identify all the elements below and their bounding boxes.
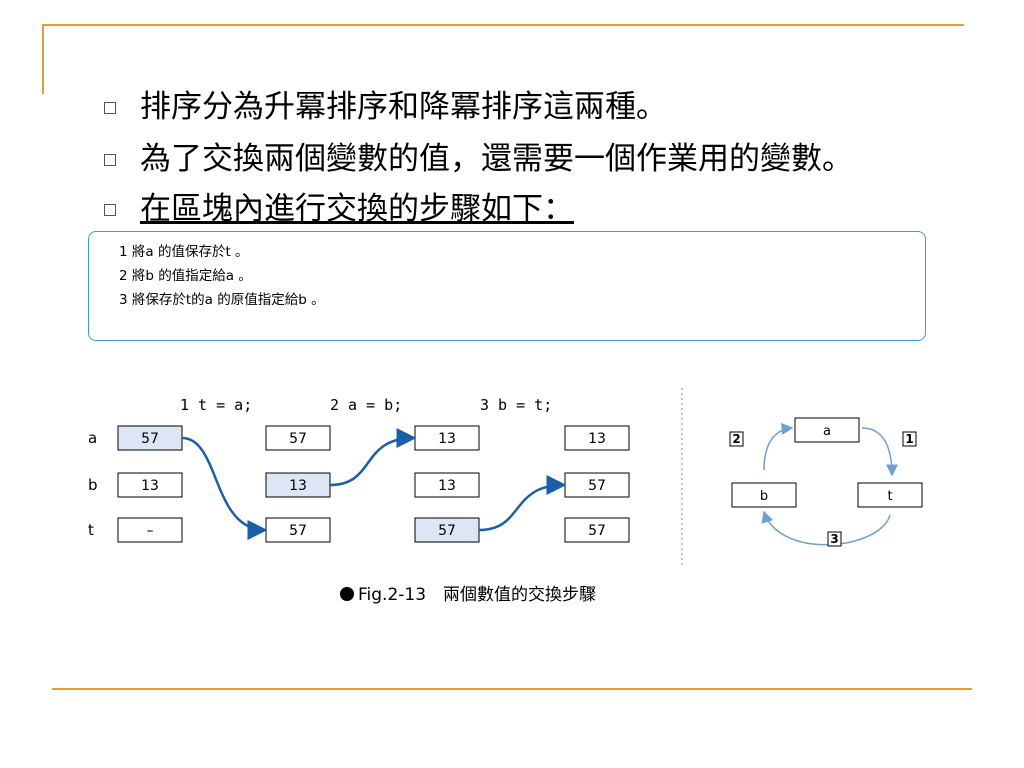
var-label-a: a	[88, 429, 97, 447]
figure-caption: Fig.2-13 兩個數值的交換步驟	[340, 580, 596, 605]
cycle-node-b-label: b	[760, 489, 768, 504]
top-rule	[42, 24, 964, 26]
square-bullet-icon	[104, 204, 116, 216]
value-box	[265, 425, 331, 451]
cycle-arrow-a-to-t	[861, 427, 898, 477]
bullet-item: 排序分為升冪排序和降冪排序這兩種。	[100, 86, 853, 140]
value-box	[265, 472, 331, 498]
value-box	[117, 472, 183, 498]
cycle-arrow-t-to-b	[761, 510, 891, 546]
cycle-node-t-label: t	[887, 489, 892, 504]
square-bullet-icon	[104, 154, 116, 166]
value-a-col2: 57	[289, 431, 307, 447]
arrow-a-to-t	[181, 436, 268, 540]
value-box	[414, 472, 480, 498]
value-box	[414, 517, 480, 543]
cycle-arrow-b-to-a	[763, 422, 794, 471]
cycle-step-label-1: 1	[905, 432, 913, 446]
header-step-1: 1 t = a;	[180, 396, 252, 414]
left-rule	[42, 24, 44, 94]
value-b-col4: 57	[588, 478, 606, 494]
value-t-col2: 57	[289, 523, 307, 539]
cycle-node-a	[794, 417, 860, 443]
bullet-item: 為了交換兩個變數的值，還需要一個作業用的變數。	[100, 138, 853, 192]
value-b-col1: 13	[141, 478, 159, 494]
value-a-col3: 13	[438, 431, 456, 447]
cycle-step-label-2: 2	[732, 432, 740, 446]
arrow-t-to-b	[478, 475, 567, 532]
step-1: 1 將a 的值保存於t 。	[119, 244, 249, 260]
header-step-2: 2 a = b;	[330, 396, 402, 414]
value-box	[265, 517, 331, 543]
square-bullet-icon	[104, 102, 116, 114]
value-box	[117, 517, 183, 543]
cycle-node-a-label: a	[823, 424, 831, 439]
cycle-node-t	[857, 482, 923, 508]
step-badge	[902, 431, 917, 447]
swap-diagram: 1 t = a; 2 a = b; 3 b = t; a b t 57 13 –…	[88, 388, 923, 568]
step-3: 3 將保存於t的a 的原值指定給b 。	[119, 292, 325, 308]
value-a-col1: 57	[141, 431, 159, 447]
value-t-col3: 57	[438, 523, 456, 539]
arrow-b-to-a	[329, 428, 417, 487]
value-b-col3: 13	[438, 478, 456, 494]
bullet-item: 在區塊內進行交換的步驟如下：	[100, 188, 853, 242]
bullet-dot-icon	[340, 587, 354, 601]
var-label-t: t	[88, 521, 94, 539]
var-label-b: b	[88, 476, 98, 494]
value-t-col1: –	[147, 523, 154, 539]
value-box	[564, 425, 630, 451]
value-box	[117, 425, 183, 451]
header-step-3: 3 b = t;	[480, 396, 552, 414]
value-box	[564, 517, 630, 543]
bottom-rule	[52, 688, 972, 690]
steps-box: 1 將a 的值保存於t 。 2 將b 的值指定給a 。 3 將保存於t的a 的原…	[88, 231, 926, 341]
step-badge	[827, 531, 842, 547]
bullet-list: 排序分為升冪排序和降冪排序這兩種。 為了交換兩個變數的值，還需要一個作業用的變數…	[100, 86, 853, 248]
value-box	[414, 425, 480, 451]
value-b-col2: 13	[289, 478, 307, 494]
cycle-node-b	[731, 482, 797, 508]
cycle-step-label-3: 3	[830, 532, 838, 546]
value-a-col4: 13	[588, 431, 606, 447]
step-2: 2 將b 的值指定給a 。	[119, 268, 252, 284]
step-badge	[729, 431, 744, 447]
value-box	[564, 472, 630, 498]
value-t-col4: 57	[588, 523, 606, 539]
